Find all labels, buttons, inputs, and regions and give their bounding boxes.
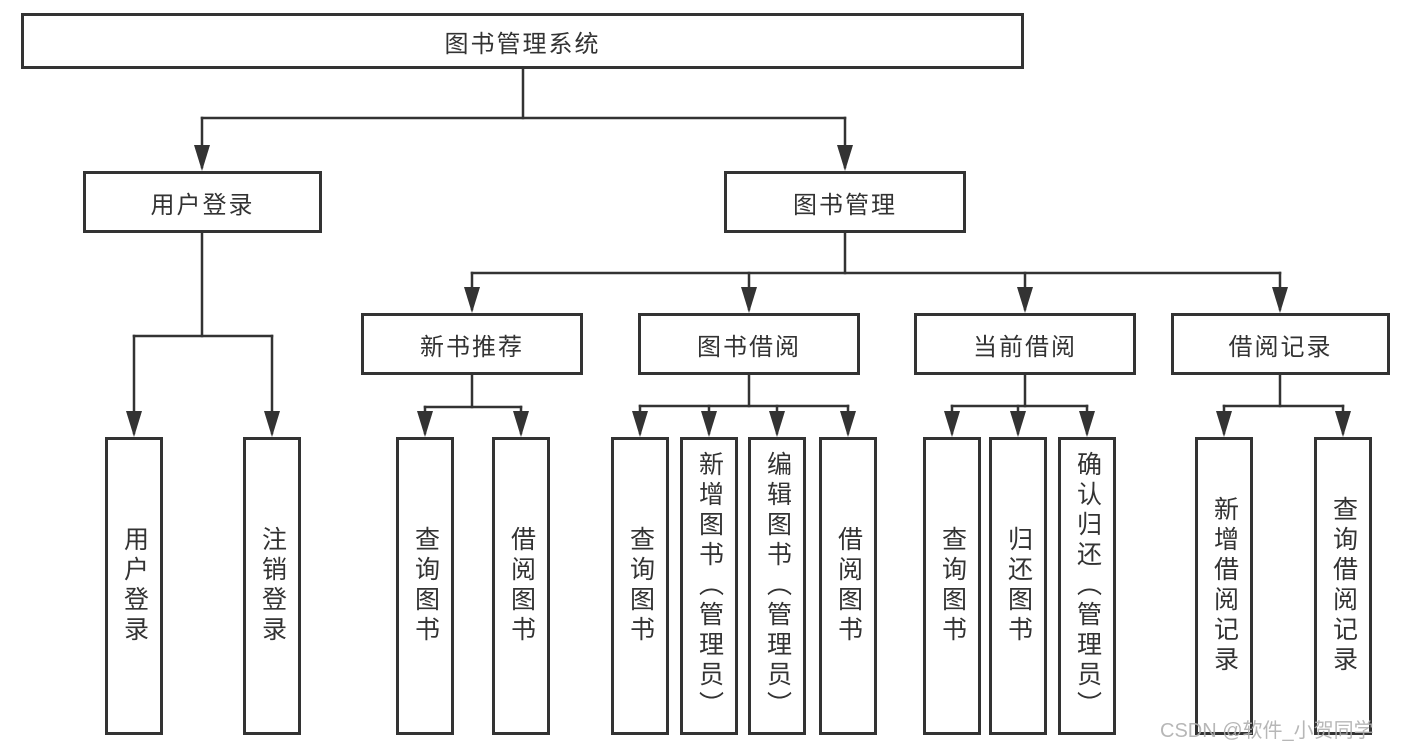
leaf-query-borrow-record: 查询借阅记录 (1314, 437, 1372, 735)
node-book-management: 图书管理 (724, 171, 966, 233)
node-current-borrowing: 当前借阅 (914, 313, 1136, 375)
csdn-watermark: CSDN @软件_小贺同学 (1160, 720, 1374, 742)
leaf-query-book-current: 查询图书 (923, 437, 981, 735)
leaf-logout: 注销登录 (243, 437, 301, 735)
leaf-add-borrow-record: 新增借阅记录 (1195, 437, 1253, 735)
leaf-confirm-return-admin: 确认归还（管理员） (1058, 437, 1116, 735)
leaf-edit-book-admin: 编辑图书（管理员） (748, 437, 806, 735)
node-root-system: 图书管理系统 (21, 13, 1024, 69)
node-user-login: 用户登录 (83, 171, 322, 233)
wire-group (126, 67, 1351, 437)
leaf-return-book: 归还图书 (989, 437, 1047, 735)
leaf-query-book-borrowing: 查询图书 (611, 437, 669, 735)
leaf-query-book-recommend: 查询图书 (396, 437, 454, 735)
node-book-borrowing: 图书借阅 (638, 313, 860, 375)
node-borrowing-records: 借阅记录 (1171, 313, 1390, 375)
leaf-add-book-admin: 新增图书（管理员） (680, 437, 738, 735)
leaf-borrow-book: 借阅图书 (819, 437, 877, 735)
leaf-borrow-book-recommend: 借阅图书 (492, 437, 550, 735)
node-new-book-recommend: 新书推荐 (361, 313, 583, 375)
leaf-user-login: 用户登录 (105, 437, 163, 735)
